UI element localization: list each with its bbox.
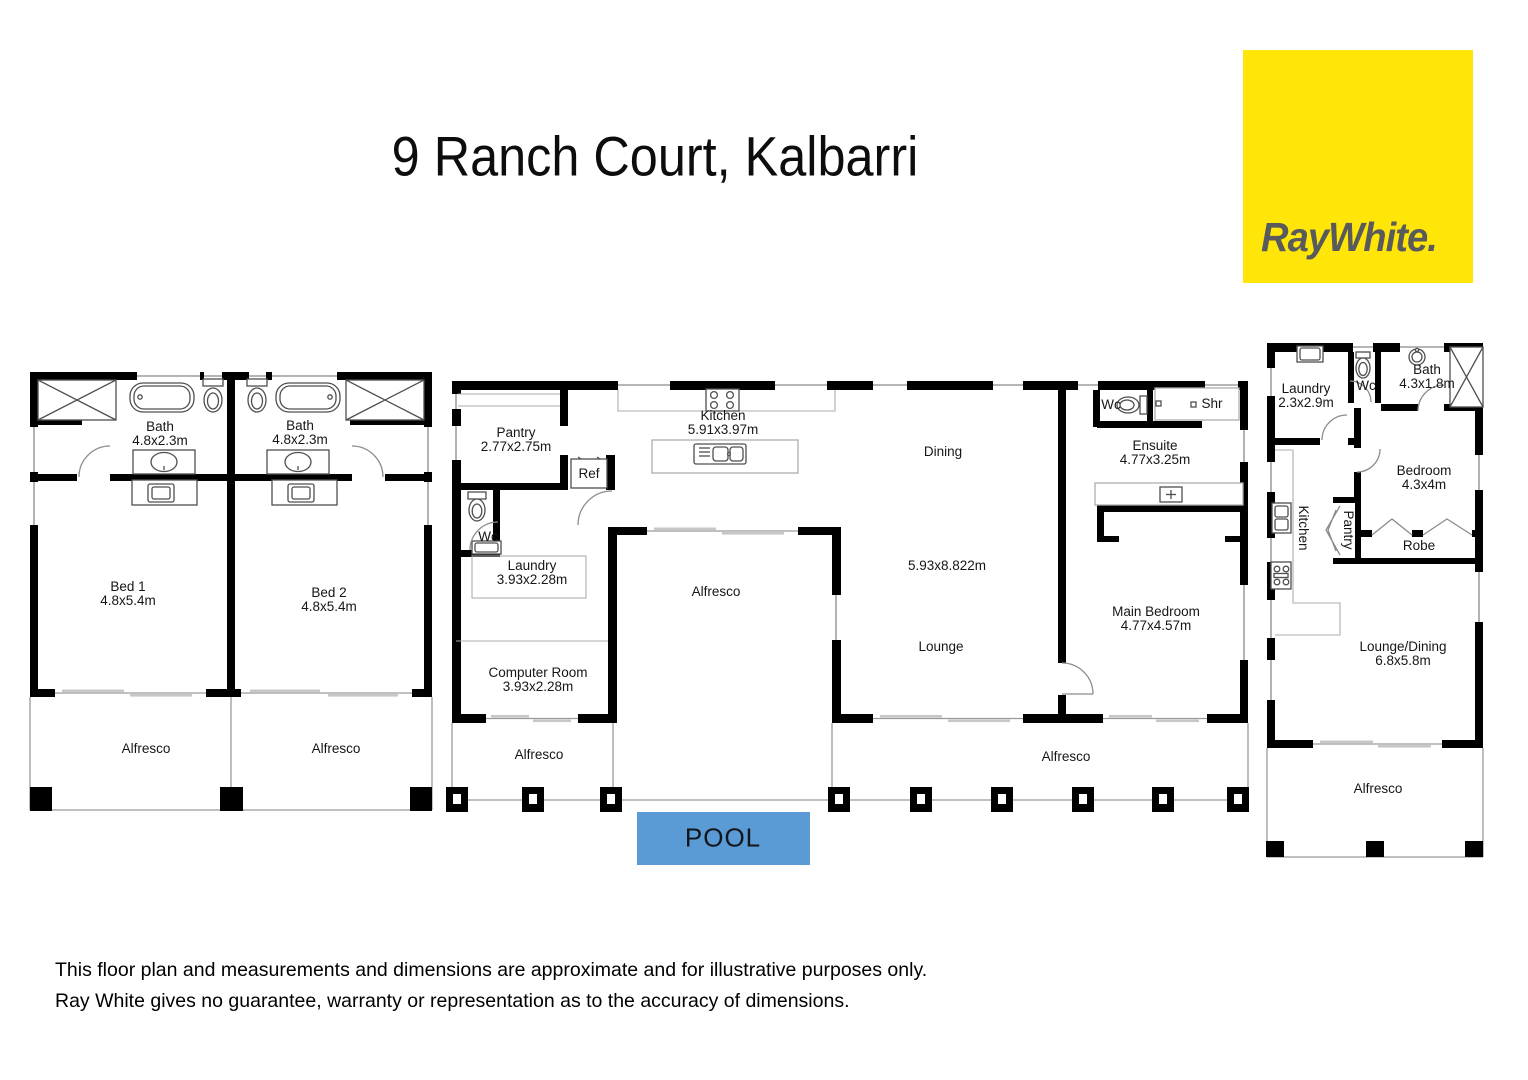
- disclaimer: This floor plan and measurements and dim…: [55, 955, 927, 1017]
- toilet-icon: [202, 378, 224, 413]
- laundry-tub-icon: [471, 540, 502, 555]
- bench-outlines: [456, 390, 1341, 642]
- basin-icon: [1408, 347, 1426, 366]
- bifold-robe: [1371, 518, 1473, 536]
- label-alfresco-granny: Alfresco: [1353, 781, 1403, 796]
- page-title: 9 Ranch Court, Kalbarri: [391, 124, 919, 188]
- label-alfresco-duplex-2: Alfresco: [311, 741, 361, 756]
- kitchen-island: [651, 439, 799, 474]
- label-lounge: Lounge: [918, 639, 964, 654]
- shower-icon: [345, 379, 425, 421]
- windows: [30, 343, 1483, 700]
- posts: [30, 787, 1483, 857]
- label-alfresco-main-right: Alfresco: [1041, 749, 1091, 764]
- sliding-doors: [55, 527, 1442, 748]
- label-alfresco-court: Alfresco: [691, 584, 741, 599]
- disclaimer-line-2: Ray White gives no guarantee, warranty o…: [55, 990, 850, 1012]
- raywhite-logo: RayWhite.: [1243, 50, 1473, 283]
- toilet-icon: [1355, 351, 1371, 379]
- bathtub-icon: [129, 382, 195, 413]
- shower-icon: [1154, 387, 1240, 421]
- raywhite-logo-text: RayWhite.: [1261, 214, 1438, 260]
- label-dining: Dining: [923, 444, 963, 459]
- toilet-icon: [467, 491, 487, 522]
- label-alfresco-duplex-1: Alfresco: [121, 741, 171, 756]
- label-pantry-granny: Pantry: [1341, 510, 1356, 550]
- label-ref: Ref: [578, 466, 600, 481]
- vanity-icon: [1094, 482, 1244, 506]
- alfresco-outlines: [29, 697, 1484, 858]
- pool-rect: [637, 812, 810, 865]
- sink-icon: [1296, 345, 1324, 363]
- vanity-icon: [266, 449, 330, 475]
- fixtures: [37, 345, 1484, 590]
- pool-label: POOL: [684, 822, 762, 853]
- vanity-icon: [132, 449, 196, 475]
- stove-icon: [1270, 561, 1292, 590]
- shower-icon: [1449, 346, 1484, 408]
- label-wc-main: Wc: [478, 529, 498, 544]
- sink-icon: [271, 479, 338, 506]
- toilet-icon: [246, 378, 268, 413]
- bathtub-icon: [275, 382, 341, 413]
- bifold-pantry: [1325, 505, 1341, 556]
- sink-icon: [131, 479, 198, 506]
- disclaimer-line-1: This floor plan and measurements and dim…: [55, 959, 928, 981]
- toilet-icon: [1116, 395, 1148, 415]
- stove-icon: [705, 388, 740, 412]
- sink-icon: [1271, 502, 1292, 534]
- shower-icon: [37, 379, 117, 421]
- label-wc-ensuite: Wc: [1101, 397, 1121, 412]
- label-alfresco-main-left: Alfresco: [514, 747, 564, 762]
- label-living-dims: 5.93x8.822m: [907, 558, 987, 573]
- label-shr: Shr: [1201, 396, 1223, 411]
- doors: [78, 380, 1473, 695]
- label-wc-granny: Wc: [1356, 378, 1376, 393]
- fridge-icon: [570, 456, 608, 489]
- label-robe: Robe: [1402, 538, 1436, 553]
- label-kitchen-granny: Kitchen: [1296, 505, 1311, 551]
